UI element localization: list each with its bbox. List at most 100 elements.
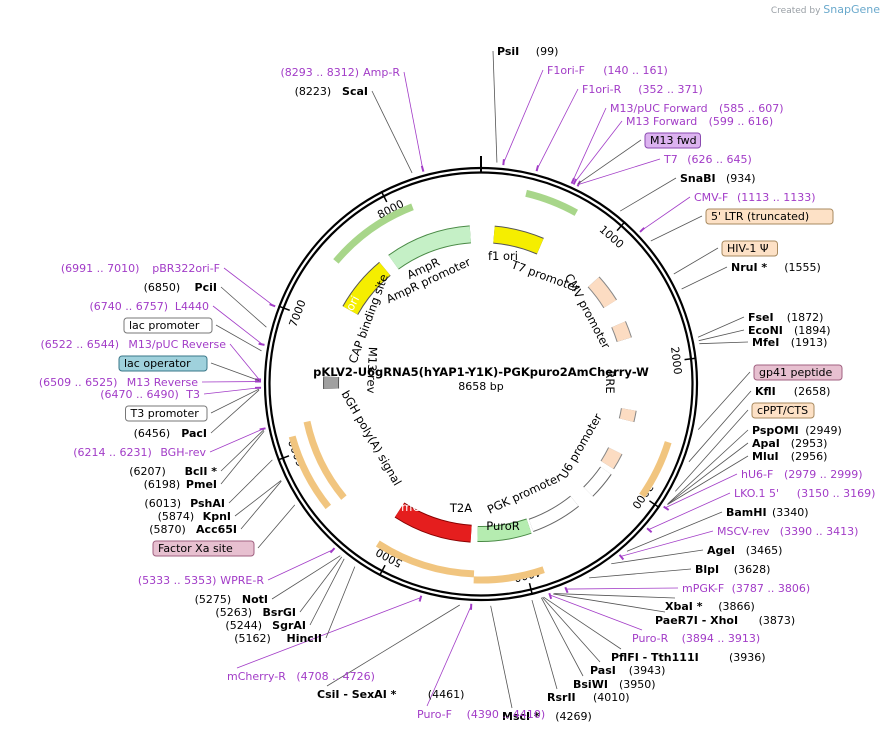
plasmid-backbone	[263, 156, 699, 602]
left-label-0-pos: (8293 .. 8312)	[280, 66, 359, 79]
left-label-14-pos: (6198)	[144, 478, 181, 491]
right-label-19: ApaI(2953)	[752, 437, 827, 450]
plasmid-name: pKLV2-U6gRNA5(hYAP1-Y1K)-PGKpuro2AmCherr…	[313, 365, 649, 379]
right-label-18: PspOMI(2949)	[752, 424, 842, 437]
right-label-14: MfeI(1913)	[752, 336, 827, 349]
leader-line	[542, 597, 601, 663]
right-label-18-pos: (2949)	[805, 424, 842, 437]
bottom-label-7-name: MscI *	[502, 710, 540, 723]
right-label-24: MSCV-rev(3390 .. 3413)	[717, 525, 858, 538]
right-label-4-pos: (599 .. 616)	[709, 115, 774, 128]
leader-line	[490, 605, 513, 709]
ampr-block	[388, 226, 472, 269]
right-label-21-name: hU6-F	[741, 468, 773, 481]
leader-line	[688, 390, 752, 463]
left-label-1: ScaI(8223)	[295, 85, 368, 98]
feature-label-bgh-polya: bGH poly(A) signal	[339, 388, 405, 488]
right-label-23-pos: (3340)	[772, 506, 809, 519]
right-label-24-pos: (3390 .. 3413)	[780, 525, 859, 538]
bottom-label-7: MscI * (4269)	[502, 710, 592, 723]
feature-label-puror: PuroR	[486, 519, 520, 533]
right-label-25: AgeI(3465)	[707, 544, 782, 557]
primer-mark	[663, 505, 670, 511]
right-label-26-pos: (3628)	[734, 563, 771, 576]
left-label-3-pos: (6850)	[144, 281, 181, 294]
bottom-label-3-name: PflFI - Tth111I	[611, 651, 699, 664]
leader-line	[540, 597, 584, 677]
leader-line	[648, 492, 731, 530]
leader-line	[673, 247, 719, 275]
left-label-13: BclI *(6207)	[129, 465, 217, 478]
leader-line	[223, 267, 274, 306]
left-label-6-name: M13/pUC Reverse	[128, 338, 226, 351]
left-label-23: HincII(5162)	[234, 632, 322, 645]
leader-line	[667, 442, 749, 505]
right-label-2: F1ori-R(352 .. 371)	[582, 83, 703, 96]
leader-line	[271, 555, 341, 600]
left-label-18-box	[152, 540, 255, 557]
ruler-tick	[380, 190, 388, 203]
leader-line	[578, 158, 661, 185]
left-label-22: SgrAI(5244)	[225, 619, 306, 632]
feature-label-f1-ori: f1 ori	[488, 249, 518, 263]
annotation-labels: PsiI(99)F1ori-F(140 .. 161)F1ori-R(352 .…	[39, 45, 876, 723]
right-label-16: KflI(2658)	[755, 385, 830, 398]
plasmid-size: 8658 bp	[458, 380, 503, 393]
leader-line	[665, 473, 738, 509]
left-label-8-pos: (6509 .. 6525)	[39, 376, 118, 389]
bottom-label-7-pos: (4269)	[555, 710, 592, 723]
leader-line	[215, 324, 262, 352]
right-label-9-box	[705, 208, 834, 225]
orf-arc	[288, 435, 332, 510]
right-label-7: SnaBI(934)	[680, 172, 756, 185]
left-label-4-pos: (6740 .. 6757)	[89, 300, 168, 313]
ruler-tick-label: 7000	[286, 298, 308, 329]
bottom-label-4-name: PasI	[590, 664, 616, 677]
left-label-3-name: PciI	[195, 281, 217, 294]
right-label-6-pos: (626 .. 645)	[687, 153, 752, 166]
left-label-6: M13/pUC Reverse(6522 .. 6544)	[40, 338, 226, 351]
leader-line	[210, 362, 260, 381]
right-label-10: HIV-1 Ψ	[727, 242, 769, 255]
leader-line	[531, 599, 558, 690]
leader-line	[267, 549, 334, 581]
right-label-20-pos: (2956)	[791, 450, 828, 463]
leader-line	[650, 215, 703, 242]
right-label-19-name: ApaI	[752, 437, 780, 450]
leader-line	[234, 480, 282, 517]
right-label-27-pos: (3787 .. 3806)	[732, 582, 811, 595]
orf-arc	[639, 441, 672, 498]
leader-line	[536, 88, 579, 170]
left-label-1-pos: (8223)	[295, 85, 332, 98]
orf-arc	[525, 189, 579, 216]
left-label-16: KpnI(5874)	[158, 510, 231, 523]
leader-line	[220, 430, 265, 485]
right-label-26-name: BlpI	[695, 563, 719, 576]
ruler-tick	[278, 305, 290, 312]
right-label-20-name: MluI	[752, 450, 779, 463]
ruler-tick	[277, 455, 290, 461]
bottom-label-5-pos: (3950)	[619, 678, 656, 691]
leader-line	[620, 530, 714, 557]
pgk-block	[528, 496, 579, 532]
primer-mark	[258, 342, 265, 346]
right-label-21: hU6-F(2979 .. 2999)	[741, 468, 863, 481]
right-label-20: MluI (2956)	[752, 450, 827, 463]
right-label-0-name: PsiI	[497, 45, 519, 58]
bottom-label-3: PflFI - Tth111I(3936)	[611, 651, 766, 664]
left-label-8-name: M13 Reverse	[127, 376, 198, 389]
right-label-27: mPGK-F(3787 .. 3806)	[682, 582, 810, 595]
bottom-label-4: PasI(3943)	[590, 664, 665, 677]
left-label-15: PshAI(6013)	[144, 497, 225, 510]
orf-arc	[333, 203, 414, 264]
left-label-10: T3 promoter	[130, 407, 200, 420]
leader-line	[697, 316, 745, 338]
right-label-16-pos: (2658)	[794, 385, 831, 398]
leader-line	[426, 605, 472, 707]
bottom-label-0: XbaI *(3866)	[665, 600, 755, 613]
orf-arc	[375, 540, 475, 578]
leader-line	[257, 504, 296, 549]
leader-line	[299, 556, 343, 613]
right-label-8: CMV-F(1113 .. 1133)	[694, 191, 816, 204]
